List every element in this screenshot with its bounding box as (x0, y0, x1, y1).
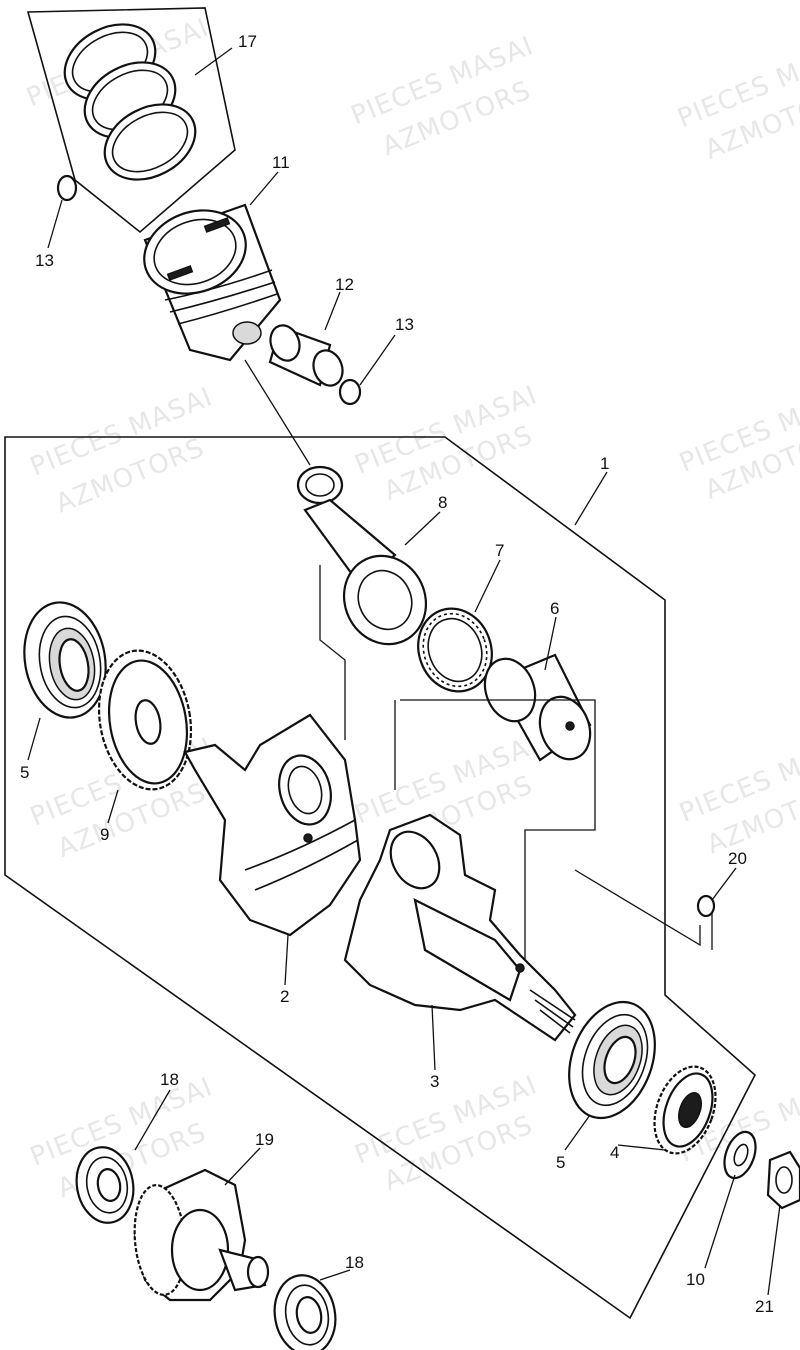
balancer-shaft (133, 1168, 270, 1302)
callout-7: 7 (495, 541, 504, 560)
piston (143, 203, 282, 362)
callout-13: 13 (35, 251, 54, 270)
callout-5: 5 (556, 1153, 565, 1172)
needle-bearing (417, 607, 493, 693)
callout-17: 17 (238, 32, 257, 51)
circlip (338, 378, 362, 406)
callout-12: 12 (335, 275, 354, 294)
circlip (56, 174, 78, 202)
left-crank-half (183, 713, 362, 937)
crankshaft-assembly-frame (4, 436, 756, 1320)
crank-pin (483, 653, 592, 762)
callout-13: 13 (395, 315, 414, 334)
callout-11: 11 (272, 153, 290, 172)
leader-lines (27, 47, 781, 1296)
callouts: 17 11 13 12 13 1 8 7 6 5 9 2 20 3 5 4 10… (20, 32, 774, 1316)
callout-9: 9 (100, 825, 109, 844)
ball-bearing (568, 1000, 656, 1120)
callout-20: 20 (728, 849, 747, 868)
connecting-rod (296, 465, 428, 646)
piston-pin (268, 324, 344, 387)
nut (766, 1150, 800, 1210)
woodruff-key (696, 894, 716, 918)
ball-bearing (273, 1274, 337, 1350)
timing-gear (97, 649, 193, 791)
callout-18: 18 (345, 1253, 364, 1272)
piston-ring-set-frame (26, 7, 236, 234)
assembly-line (244, 359, 311, 466)
ball-bearing (23, 601, 107, 719)
callout-6: 6 (550, 599, 559, 618)
callout-8: 8 (438, 493, 447, 512)
callout-1: 1 (600, 454, 609, 473)
callout-21: 21 (755, 1297, 774, 1316)
alignment-line (394, 699, 596, 960)
piston-rings (63, 23, 197, 181)
callout-10: 10 (686, 1270, 705, 1289)
ball-bearing (75, 1146, 135, 1224)
right-crank-half (343, 813, 577, 1042)
assembly-line (574, 869, 713, 950)
callout-5: 5 (20, 763, 29, 782)
callout-4: 4 (610, 1143, 619, 1162)
callout-2: 2 (280, 987, 289, 1006)
washer (723, 1130, 757, 1180)
callout-18: 18 (160, 1070, 179, 1089)
drive-gear (653, 1065, 717, 1155)
callout-3: 3 (430, 1072, 439, 1091)
alignment-line (319, 565, 346, 740)
callout-19: 19 (255, 1130, 274, 1149)
